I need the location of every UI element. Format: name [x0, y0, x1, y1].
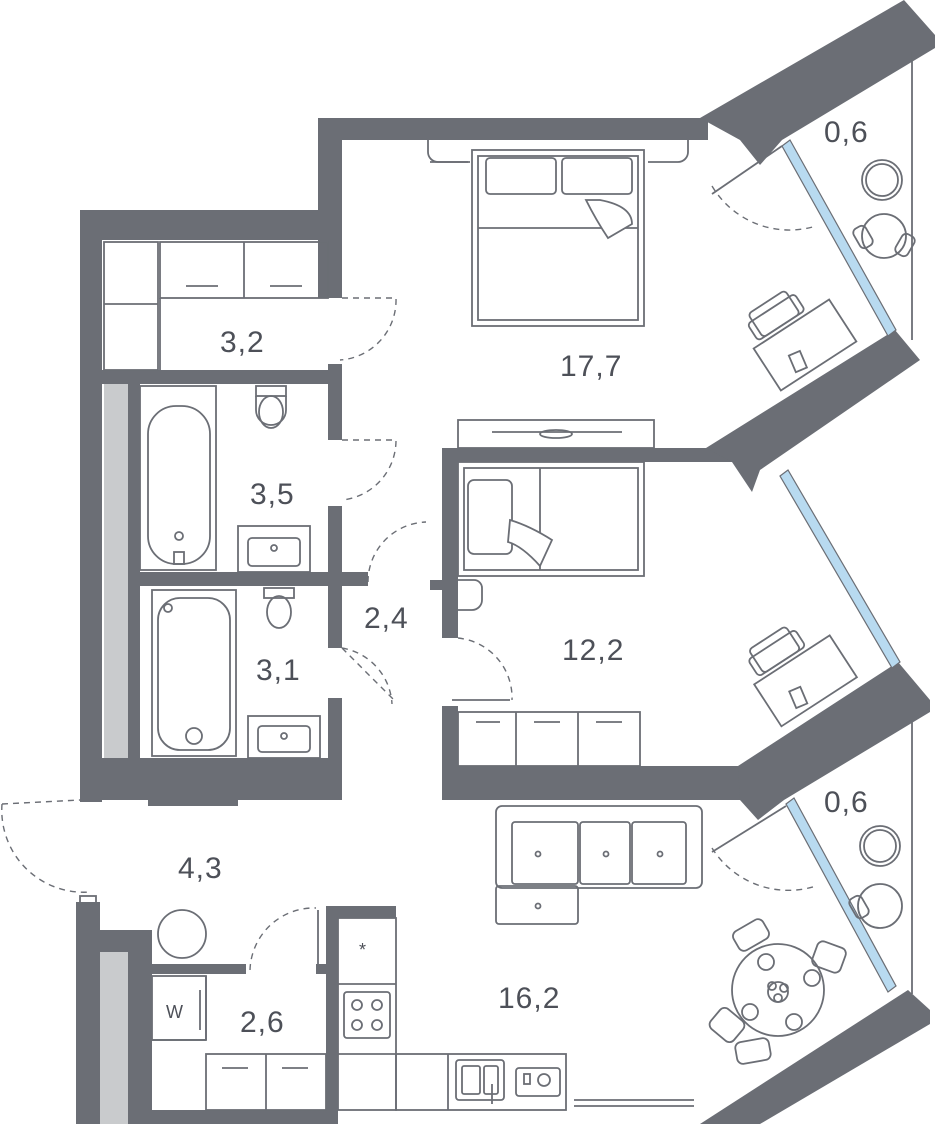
- room-area-laundry: 2,6: [240, 1006, 285, 1039]
- vent-shaft-upper: [104, 384, 128, 766]
- master-bed: [427, 140, 689, 327]
- room-area-bedroom-main: 17,7: [560, 350, 622, 383]
- room-area-balcony-top: 0,6: [824, 116, 869, 149]
- walls: [76, 0, 935, 1124]
- room-area-balcony-bottom: 0,6: [824, 786, 869, 819]
- washer-label: W: [166, 1002, 183, 1022]
- room-area-bathroom-2: 3,1: [256, 654, 301, 687]
- storage-cabinets: [103, 241, 329, 371]
- dining-table: [708, 918, 847, 1065]
- balcony-top-furniture: [852, 159, 916, 259]
- balcony-bottom-furniture: [848, 825, 903, 929]
- bathroom-1-fixtures: [139, 385, 311, 573]
- laundry-fixtures: [151, 975, 327, 1111]
- room-area-bedroom-2: 12,2: [562, 634, 624, 667]
- door-swings: [1, 145, 817, 971]
- bedroom-2-desk: [748, 626, 859, 728]
- kitchen-fixtures: [337, 917, 694, 1111]
- vent-shaft-lower: [100, 952, 128, 1124]
- bathroom-2-fixtures: [151, 587, 321, 759]
- room-area-storage: 3,2: [220, 326, 265, 359]
- bedroom-2-wardrobe: [452, 699, 641, 767]
- room-area-living-kitchen: 16,2: [498, 982, 560, 1015]
- entrance-fixtures: [79, 895, 319, 964]
- master-desk: [747, 290, 858, 392]
- bedroom-2-bed: [457, 419, 655, 611]
- room-area-entrance: 4,3: [178, 852, 223, 885]
- room-area-hall: 2,4: [364, 602, 409, 635]
- fridge-symbol: *: [359, 940, 366, 960]
- windows: [779, 52, 913, 994]
- living-sofa: [495, 805, 703, 925]
- room-area-bathroom-1: 3,5: [250, 478, 295, 511]
